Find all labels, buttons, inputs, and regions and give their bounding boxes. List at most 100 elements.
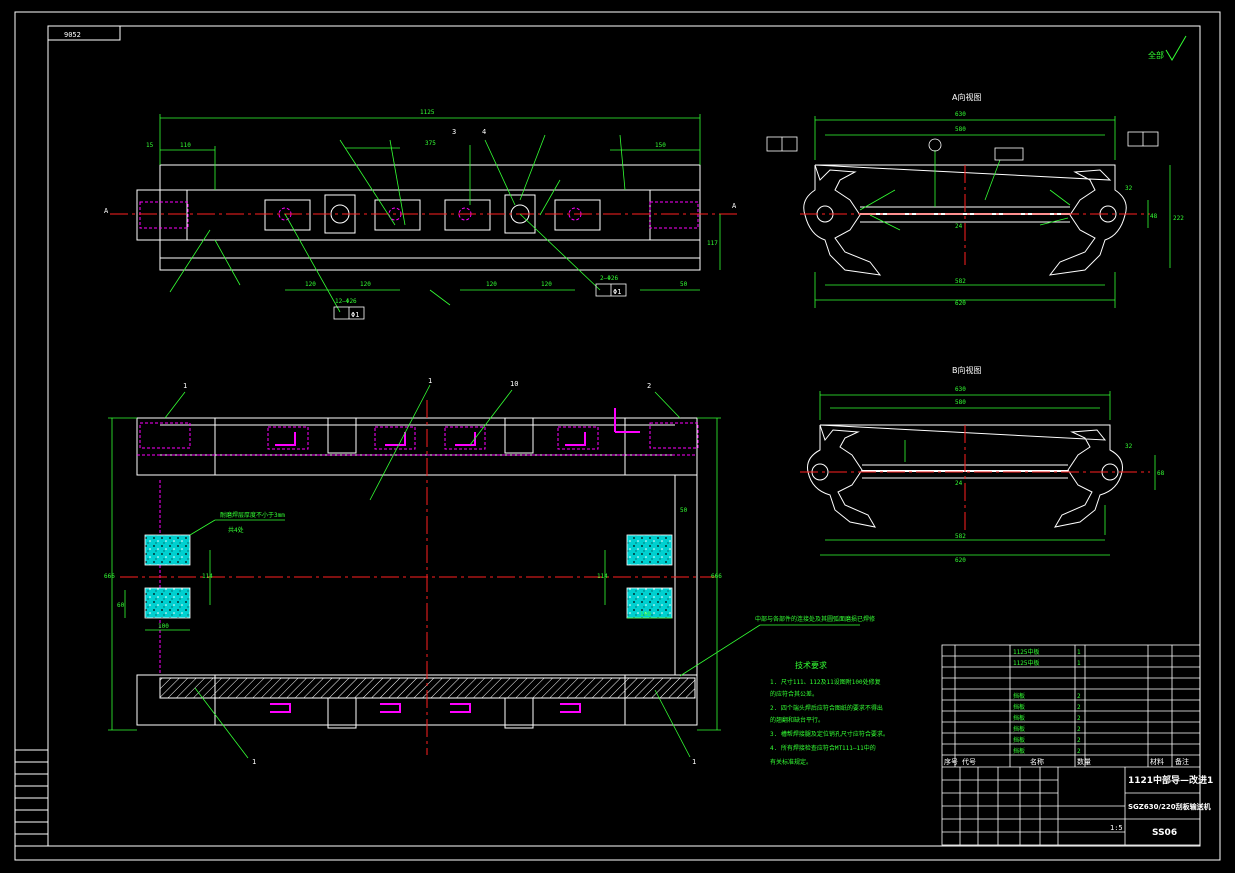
note-side: 中部与各部件的连接处及其圆弧面磨损已焊修 (755, 615, 875, 623)
dim-b-630: 630 (955, 386, 966, 393)
dim-120-c: 120 (486, 281, 497, 288)
callout-plan-2: 2 (647, 382, 651, 390)
svg-text:名称: 名称 (1030, 757, 1044, 766)
dim-120-a: 120 (305, 281, 316, 288)
svg-text:挡板: 挡板 (1013, 747, 1025, 755)
parts-list-text: 1125中板 1 1125中板 1 挡板 2 挡板 2 挡板 2 挡板 2 挡板… (944, 648, 1189, 766)
svg-text:的应符合其公差。: 的应符合其公差。 (770, 690, 818, 698)
dim-110: 110 (180, 142, 191, 149)
svg-text:代号: 代号 (962, 757, 976, 766)
callout-plan-10: 10 (510, 380, 518, 388)
title-name-2: SGZ630/220刮板输送机 (1128, 802, 1211, 811)
dim-b-620: 620 (955, 557, 966, 564)
svg-text:技术要求: 技术要求 (795, 660, 827, 670)
roughness-symbol: 全部 (1148, 35, 1187, 61)
dim-b-24: 24 (955, 480, 963, 487)
dim-120-b: 120 (360, 281, 371, 288)
tech-requirements: 技术要求 1. 尺寸111、112及11设图附100处修复 的应符合其公差。 2… (770, 660, 889, 766)
svg-text:1. 尺寸111、112及11设图附100处修复: 1. 尺寸111、112及11设图附100处修复 (770, 678, 881, 686)
dim-375: 375 (425, 140, 436, 147)
dim-a-580: 580 (955, 126, 966, 133)
svg-text:挡板: 挡板 (1013, 692, 1025, 700)
dim-b-r32: 32 (1125, 443, 1133, 450)
dim-a-r32: 32 (1125, 185, 1133, 192)
dim-150: 150 (655, 142, 666, 149)
dim-a-222: 222 (1173, 215, 1184, 222)
view-a: A向视图 (766, 92, 1184, 308)
title-block: 1121中部导—改进1 SGZ630/220刮板输送机 SS06 1:5 (1110, 774, 1213, 838)
dim-a-24: 24 (955, 223, 963, 230)
dim-plan-height-left: 666 (104, 573, 115, 580)
view-b: B向视图 630 580 582 620 68 32 24 (800, 365, 1165, 564)
dim-120-d: 120 (541, 281, 552, 288)
front-view: 1125 15 110 375 150 120 120 120 120 50 1… (104, 109, 740, 320)
dim-a-582: 582 (955, 278, 966, 285)
note-wear-count: 共4处 (228, 526, 244, 534)
dim-plan-50: 50 (680, 507, 688, 514)
dim-117: 117 (707, 240, 718, 247)
dim-b-580: 580 (955, 399, 966, 406)
callout-plan-1b: 1 (428, 377, 432, 385)
svg-text:2: 2 (1077, 704, 1081, 711)
dim-overall-length: 1125 (420, 109, 435, 116)
title-name-1: 1121中部导—改进1 (1128, 774, 1213, 786)
dim-plan-114-right: 114 (597, 573, 608, 580)
svg-text:4. 所有焊接检查应符合MT111—11中的: 4. 所有焊接检查应符合MT111—11中的 (770, 744, 876, 752)
svg-text:1125中板: 1125中板 (1013, 659, 1039, 667)
dim-plan-114-left: 114 (202, 573, 213, 580)
dim-a-630: 630 (955, 111, 966, 118)
svg-text:3. 槽帮焊接腿及定位销孔尺寸应符合要求。: 3. 槽帮焊接腿及定位销孔尺寸应符合要求。 (770, 730, 889, 738)
svg-text:2. 四个端头焊后应符合图纸的要求不得出: 2. 四个端头焊后应符合图纸的要求不得出 (770, 704, 883, 712)
svg-text:挡板: 挡板 (1013, 714, 1025, 722)
dim-b-68: 68 (1157, 470, 1165, 477)
svg-text:2: 2 (1077, 715, 1081, 722)
dim-hole-12: 12—Φ26 (335, 298, 357, 305)
svg-text:1125中板: 1125中板 (1013, 648, 1039, 656)
svg-text:2: 2 (1077, 693, 1081, 700)
tolerance-a: Φ1 (351, 311, 359, 319)
svg-text:1: 1 (1077, 649, 1081, 656)
dim-hole-2: 2—Φ26 (600, 275, 618, 282)
svg-text:材料: 材料 (1150, 757, 1164, 766)
dim-15: 15 (146, 142, 154, 149)
drawing-border (14, 11, 1221, 861)
plan-view: 666 666 60 100 100 114 114 50 耐磨焊层厚度不小于3… (104, 377, 875, 766)
svg-text:序号: 序号 (944, 757, 958, 766)
svg-text:全部: 全部 (1148, 50, 1164, 60)
callout-4: 4 (482, 128, 486, 136)
svg-text:2: 2 (1077, 737, 1081, 744)
callout-plan-1c: 1 (252, 758, 256, 766)
dim-b-582: 582 (955, 533, 966, 540)
svg-text:A向视图: A向视图 (952, 92, 981, 102)
svg-text:数量: 数量 (1077, 757, 1091, 766)
callout-plan-1a: 1 (183, 382, 187, 390)
svg-text:备注: 备注 (1175, 757, 1189, 766)
dim-plan-60: 60 (117, 602, 125, 609)
svg-text:1: 1 (1077, 660, 1081, 667)
left-side-block (14, 749, 49, 847)
dim-plan-100-left: 100 (158, 623, 169, 630)
note-wear-layer: 耐磨焊层厚度不小于3mm (220, 511, 285, 519)
dim-a-48: 48 (1150, 213, 1158, 220)
svg-text:挡板: 挡板 (1013, 736, 1025, 744)
dim-50: 50 (680, 281, 688, 288)
svg-text:B向视图: B向视图 (952, 365, 982, 375)
section-mark-a-right: A (732, 202, 737, 210)
tolerance-b: Φ1 (613, 288, 621, 296)
svg-text:2: 2 (1077, 726, 1081, 733)
svg-text:挡板: 挡板 (1013, 725, 1025, 733)
title-scale: 1:5 (1110, 824, 1123, 832)
callout-plan-1d: 1 (692, 758, 696, 766)
svg-text:挡板: 挡板 (1013, 703, 1025, 711)
dim-plan-100-right: 100 (640, 611, 651, 618)
callout-3: 3 (452, 128, 456, 136)
dim-a-620: 620 (955, 300, 966, 307)
dim-plan-height-right: 666 (711, 573, 722, 580)
svg-text:2: 2 (1077, 748, 1081, 755)
svg-text:有关标准规定。: 有关标准规定。 (770, 758, 812, 766)
top-left-tag: 9052 (64, 31, 81, 39)
svg-text:的翘翻和缺台平行。: 的翘翻和缺台平行。 (770, 716, 824, 724)
title-code: SS06 (1152, 828, 1177, 838)
parts-list (941, 644, 1201, 846)
